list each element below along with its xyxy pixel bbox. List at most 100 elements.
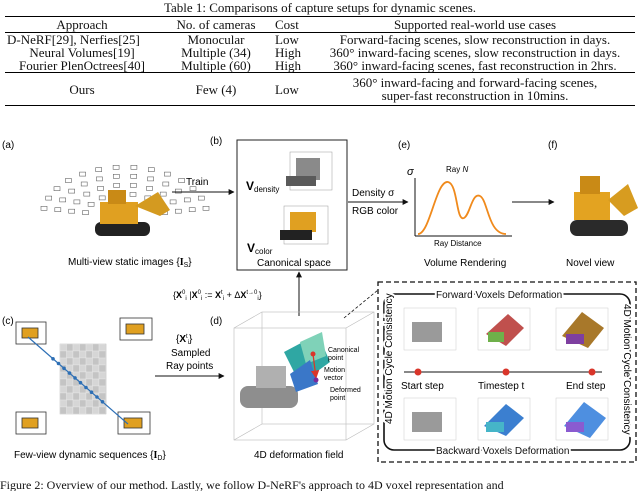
start-step-label: Start step — [401, 381, 444, 392]
camera-icon — [202, 206, 210, 211]
voxel-cell — [92, 357, 100, 366]
voxel-cell — [72, 385, 80, 394]
camera-icon — [159, 191, 167, 197]
camera-icon — [162, 181, 170, 187]
voxel-cell — [66, 357, 74, 366]
table-row: D-NeRF[29], Nerfies[25] Monocular Low Fo… — [5, 33, 635, 47]
motion-vector — [310, 353, 320, 379]
zoom-leader — [343, 289, 379, 319]
ray-point — [67, 371, 72, 375]
voxel-cell — [59, 343, 67, 352]
end-step-label: End step — [566, 381, 606, 392]
voxel-cell — [79, 350, 87, 359]
camera-icon — [188, 207, 196, 212]
voxel-cell — [98, 364, 106, 373]
panel-f-caption: Novel view — [566, 258, 615, 269]
voxel-cell — [59, 399, 67, 408]
voxel-cell — [79, 371, 87, 380]
panel-c-tag: (c) — [2, 316, 14, 327]
camera-icon — [184, 197, 191, 203]
voxel-cell — [66, 392, 74, 401]
voxel-cell — [66, 385, 74, 394]
right-cycle-label: 4D Motion Cycle Consistency — [621, 304, 632, 435]
ray-point — [56, 361, 61, 366]
camera-icon — [178, 178, 185, 183]
ray-distance-label: Ray Distance — [434, 239, 482, 248]
voxel-cell — [92, 385, 100, 394]
cell-usecase: 360° inward-facing scenes, fast reconstr… — [333, 58, 617, 73]
voxel-cell — [72, 392, 80, 401]
ray-point — [73, 376, 77, 380]
panel-b-caption: Canonical space — [257, 258, 331, 269]
voxel-cell — [72, 343, 80, 352]
ray-point — [84, 385, 88, 390]
panel-a-caption: Multi-view static images {IS} — [68, 257, 192, 269]
camera-icon — [129, 192, 137, 197]
camera-icon — [65, 178, 72, 183]
voxel-cell — [98, 406, 106, 415]
panel-d-tag: (d) — [210, 316, 222, 327]
camera-icon — [83, 191, 91, 197]
cell-approach: Ours — [5, 72, 159, 106]
camera-icon — [97, 186, 104, 191]
voxel-cell — [92, 343, 100, 352]
voxel-cell — [66, 350, 74, 359]
canonical-set-formula: {X0i |X0i := Xti + ΔXt→0i} — [173, 290, 262, 302]
panel-a-tag: (a) — [2, 140, 14, 151]
camera-icon — [98, 195, 106, 201]
voxel-cell — [98, 350, 106, 359]
comparison-table: Approach No. of cameras Cost Supported r… — [5, 16, 635, 106]
ray-line — [27, 336, 129, 425]
camera-icon — [59, 197, 67, 203]
cell-cost: Low — [275, 32, 299, 47]
ray-point — [51, 357, 55, 361]
train-label: Train — [186, 177, 208, 188]
ray-point — [78, 380, 83, 385]
camera-icon — [130, 183, 137, 188]
voxel-cell — [98, 385, 106, 394]
backward-step-volumes — [403, 397, 609, 441]
panel-e-tag: (e) — [398, 140, 410, 151]
camera-icon — [40, 206, 48, 211]
color-volume — [280, 205, 329, 245]
camera-icon — [80, 181, 88, 187]
ray-point — [95, 395, 99, 399]
camera-icon — [147, 176, 154, 182]
voxel-cell — [92, 406, 100, 415]
ray-point — [100, 400, 105, 404]
voxel-grid — [59, 343, 107, 415]
table-row: Fourier PlenOctrees[40] Multiple (60) Hi… — [5, 59, 635, 73]
usecase-line-2: super-fast reconstruction in 10mins. — [381, 88, 569, 103]
density-label: Density σ — [352, 188, 395, 199]
rgb-label: RGB color — [352, 206, 399, 217]
voxel-cell — [85, 343, 93, 352]
voxel-cell — [79, 399, 87, 408]
cell-cameras: Monocular — [187, 32, 245, 47]
voxel-cell — [92, 371, 100, 380]
cell-cost: High — [275, 45, 301, 60]
camera-icon — [79, 171, 86, 177]
voxel-cell — [72, 406, 80, 415]
backward-deformation-label: Backward Voxels Deformation — [436, 446, 569, 457]
start-step-marker — [414, 368, 422, 376]
voxel-cell — [66, 343, 74, 352]
cell-cost: High — [275, 58, 301, 73]
voxel-cell — [79, 364, 87, 373]
voxel-cell — [85, 392, 93, 401]
camera-icon — [130, 173, 137, 179]
voxel-cell — [59, 371, 67, 380]
voxel-cell — [79, 343, 87, 352]
voxel-cell — [98, 343, 106, 352]
voxel-cell — [72, 357, 80, 366]
ray-n-label: Ray N — [446, 165, 468, 174]
figure-caption-footer: Figure 2: Overview of our method. Lastly… — [0, 478, 504, 491]
forward-step-volumes — [403, 307, 609, 351]
table-row: Ours Few (4) Low 360° inward-facing and … — [5, 72, 635, 106]
canonical-space-box — [236, 139, 348, 271]
voxel-cell — [85, 378, 93, 387]
voxel-cell — [85, 371, 93, 380]
table-row: Neural Volumes[19] Multiple (34) High 36… — [5, 46, 635, 59]
voxel-cell — [59, 392, 67, 401]
